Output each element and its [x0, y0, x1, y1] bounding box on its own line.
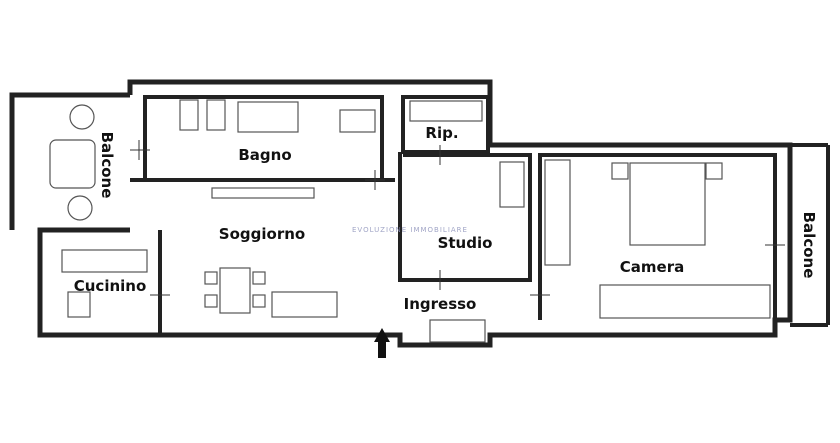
room-label-rip: Rip.: [425, 124, 459, 142]
room-label-ingresso: Ingresso: [403, 295, 477, 313]
entrance-arrow-icon: [374, 328, 390, 358]
interior-walls: [130, 95, 830, 335]
watermark: EVOLUZIONE IMMOBILIARE: [352, 226, 468, 234]
room-label-cucinino: Cucinino: [73, 277, 147, 295]
room-label-soggiorno: Soggiorno: [218, 225, 306, 243]
room-label-balcone-right: Balcone: [800, 211, 818, 279]
room-label-studio: Studio: [437, 234, 493, 252]
door-marks: [130, 140, 785, 296]
room-label-camera: Camera: [619, 258, 685, 276]
furniture: [49, 99, 771, 343]
room-label-bagno: Bagno: [238, 146, 292, 164]
room-label-balcone-left: Balcone: [98, 131, 116, 199]
